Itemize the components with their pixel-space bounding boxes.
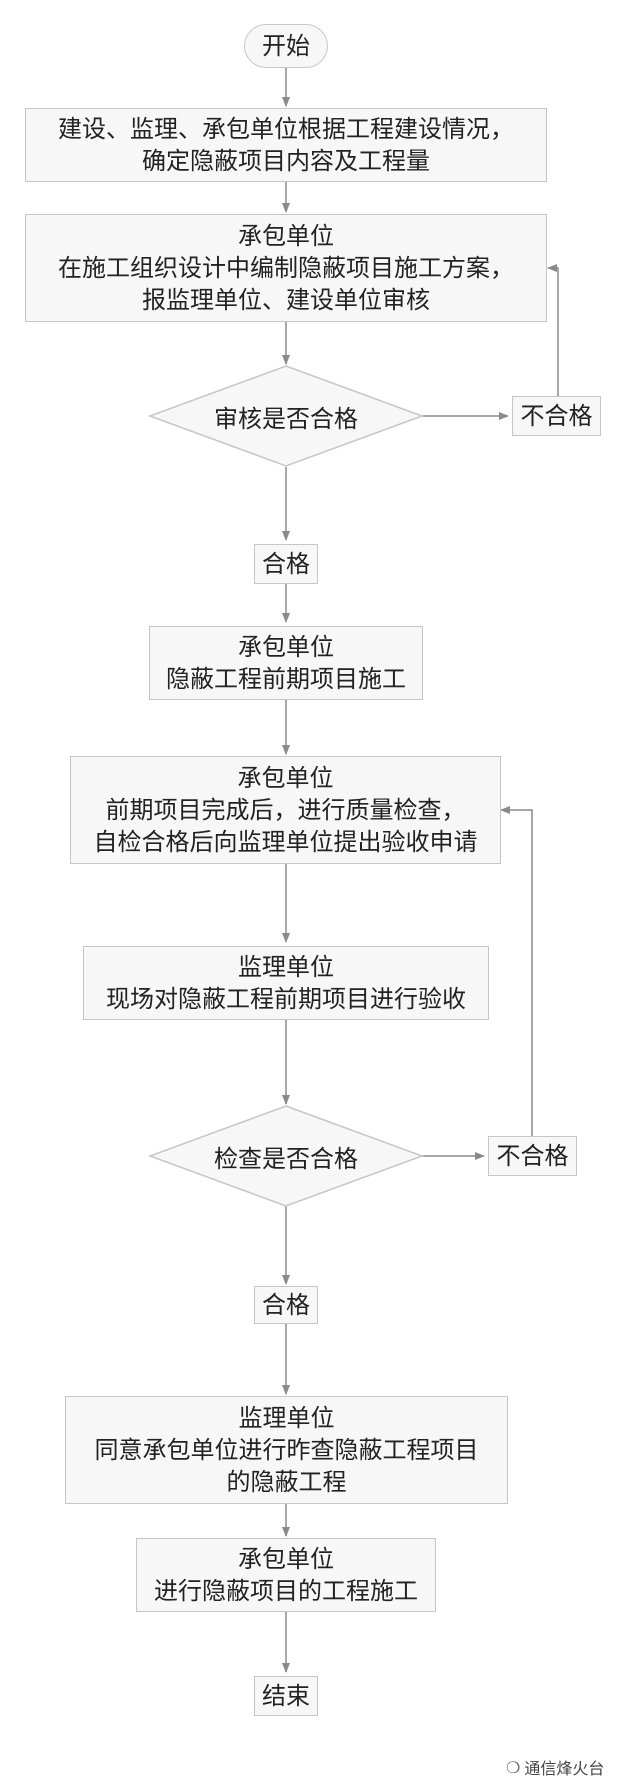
node-text-line: 监理单位 xyxy=(238,953,334,981)
node-text-line: 同意承包单位进行昨查隐蔽工程项目 xyxy=(94,1436,479,1464)
review-fail-node: 不合格 xyxy=(512,396,601,436)
construction-plan-node: 承包单位在施工组织设计中编制隐蔽项目施工方案， 报监理单位、建设单位审核 xyxy=(25,214,547,322)
node-text-line: 不合格 xyxy=(520,402,593,430)
review-decision-label: 审核是否合格 xyxy=(214,404,358,433)
node-text-line: 前期项目完成后，进行质量检查， xyxy=(105,796,466,824)
early-construction-node: 承包单位隐蔽工程前期项目施工 xyxy=(149,626,423,700)
node-text-line: 监理单位 xyxy=(238,1404,335,1432)
node-text-line: 自检合格后向监理单位提出验收申请 xyxy=(93,828,478,856)
node-text-line: 的隐蔽工程 xyxy=(226,1468,347,1496)
node-text-line: 不合格 xyxy=(496,1142,569,1170)
watermark: ❍ 通信烽火台 xyxy=(506,1755,604,1779)
supervisor-approval-node: 监理单位同意承包单位进行昨查隐蔽工程项目的隐蔽工程 xyxy=(65,1396,508,1504)
final-construction-node: 承包单位进行隐蔽项目的工程施工 xyxy=(136,1538,436,1612)
site-acceptance-node: 监理单位现场对隐蔽工程前期项目进行验收 xyxy=(83,946,489,1020)
check-fail-node: 不合格 xyxy=(488,1136,577,1176)
watermark-text: 通信烽火台 xyxy=(524,1759,605,1778)
decision-check-shape xyxy=(147,1105,425,1207)
node-text-line: 开始 xyxy=(262,32,310,60)
node-text-line: 报监理单位、建设单位审核 xyxy=(142,286,430,314)
start-node: 开始 xyxy=(244,24,328,68)
self-check-node: 承包单位前期项目完成后，进行质量检查， 自检合格后向监理单位提出验收申请 xyxy=(70,756,501,864)
node-text-line: 合格 xyxy=(262,1291,310,1319)
check-pass-node: 合格 xyxy=(254,1286,318,1324)
edge-fail-plan xyxy=(547,264,559,396)
node-text-line: 进行隐蔽项目的工程施工 xyxy=(154,1577,418,1605)
check-decision-label: 检查是否合格 xyxy=(214,1144,358,1173)
end-node: 结束 xyxy=(254,1676,318,1716)
node-text-line: 在施工组织设计中编制隐蔽项目施工方案， xyxy=(58,254,514,282)
node-text-line: 结束 xyxy=(262,1682,310,1710)
node-text-line: 合格 xyxy=(262,550,310,578)
node-text-line: 现场对隐蔽工程前期项目进行验收 xyxy=(106,985,466,1013)
node-text-line: 隐蔽工程前期项目施工 xyxy=(166,665,406,693)
node-text-line: 承包单位 xyxy=(238,633,334,661)
chat-bubble-icon: ❍ xyxy=(506,1757,521,1777)
node-text-line: 承包单位 xyxy=(238,222,334,250)
node-text-line: 承包单位 xyxy=(237,764,334,792)
edge-fail-selfcheck xyxy=(500,806,533,1136)
review-pass-node: 合格 xyxy=(254,544,318,584)
decision-review-shape xyxy=(147,365,425,467)
define-scope-node: 建设、监理、承包单位根据工程建设情况， 确定隐蔽项目内容及工程量 xyxy=(25,108,547,182)
node-text-line: 建设、监理、承包单位根据工程建设情况， xyxy=(58,115,514,143)
node-text-line: 确定隐蔽项目内容及工程量 xyxy=(142,147,430,175)
node-text-line: 承包单位 xyxy=(238,1545,334,1573)
